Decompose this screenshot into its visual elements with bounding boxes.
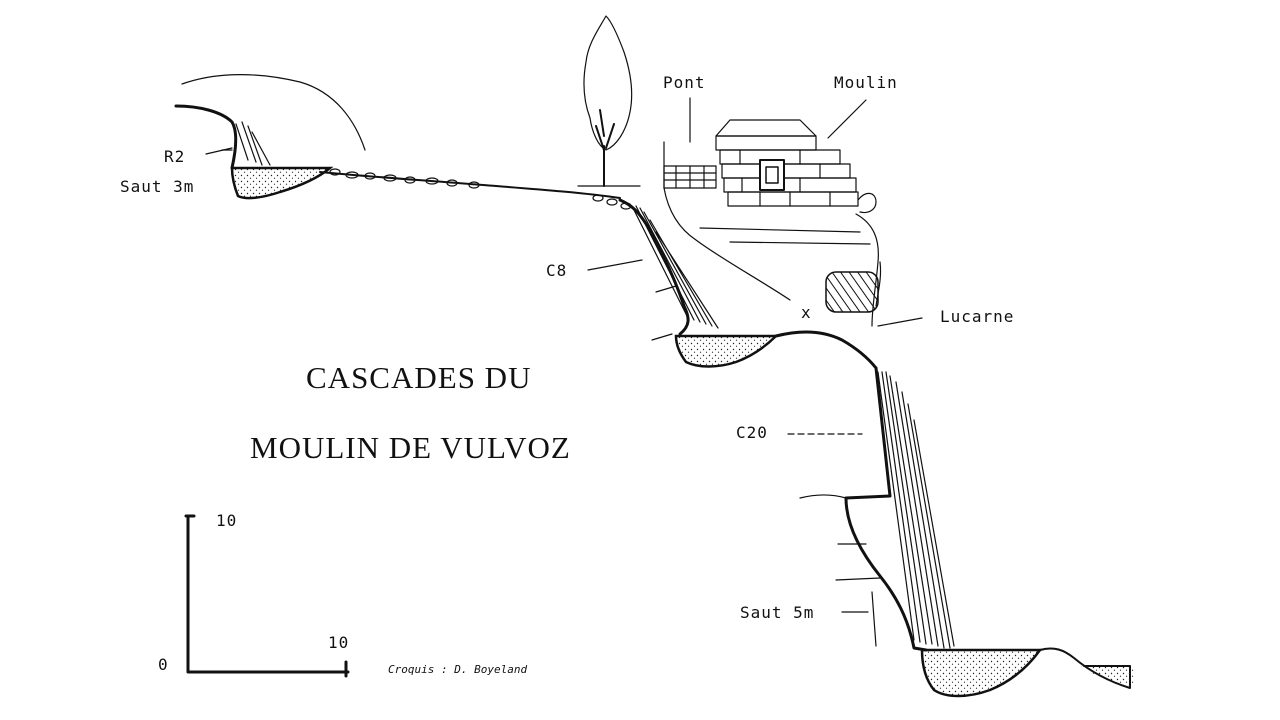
r2-rock-face [174,104,238,170]
label-c8: C8 [546,261,567,280]
scale-bar: 0 10 10 [158,511,350,678]
poplar-tree [577,15,641,187]
scale-zero-label: 0 [158,655,169,674]
gravel-stream-bed [319,171,621,199]
scale-vertical-label: 10 [216,511,237,530]
leader-lines [205,97,923,613]
saut-5m-bracket [871,591,877,647]
label-r2: R2 [164,147,185,166]
c20-shaft-wall [844,366,928,652]
label-moulin: Moulin [834,73,898,92]
title-line-2: MOULIN DE VULVOZ [250,430,571,465]
hatched-opening [825,271,879,313]
label-lucarne: Lucarne [940,307,1014,326]
label-saut-3m: Saut 3m [120,177,194,196]
gravel-stones [329,168,632,210]
label-saut-5m: Saut 5m [740,603,814,622]
pool-saut-3m [230,166,334,200]
mill-building [715,119,877,214]
c20-water-fall [877,371,955,649]
c8-ledge-marks [651,285,677,341]
pool-saut-5m [920,648,1043,698]
c8-rock-face [618,198,690,336]
label-pont: Pont [663,73,706,92]
downstream-bed [1039,647,1131,689]
r2-rock-texture [221,121,271,166]
mill-rock-mass [663,187,882,327]
label-c20: C20 [736,423,768,442]
bridge [663,141,717,189]
upper-rock-outline [181,74,366,151]
sketch-credit: Croquis : D. Boyeland [388,663,527,676]
title-line-1: CASCADES DU [306,360,531,395]
pool-c8 [674,334,780,368]
scale-horizontal-label: 10 [328,633,349,652]
downstream-pool [1080,666,1134,688]
c8-water-stream [631,205,719,329]
cross-mark: x [801,303,812,322]
c20-ledges [799,494,881,581]
shelf-to-c20 [774,330,878,370]
